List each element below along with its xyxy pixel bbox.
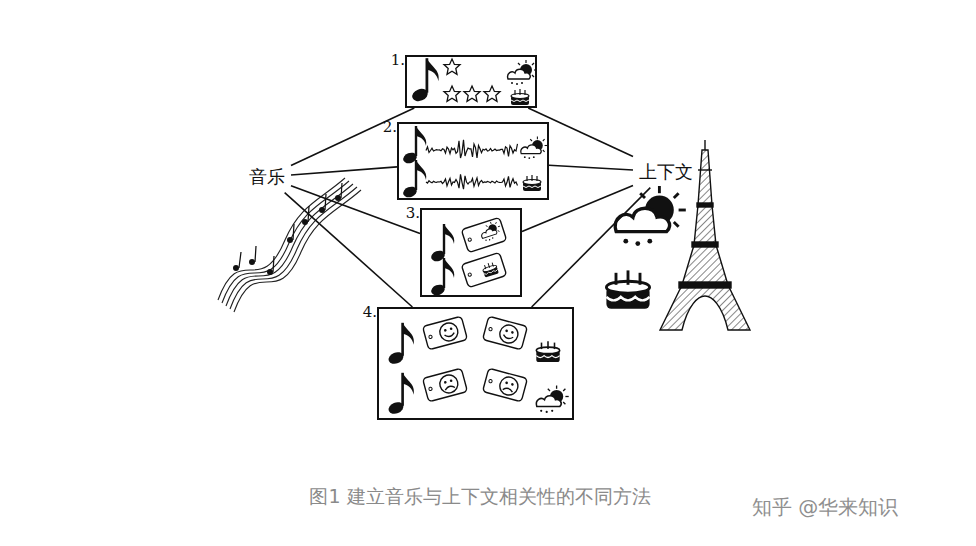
phone-tag bbox=[461, 252, 506, 287]
star-rating bbox=[484, 86, 500, 101]
music-staff bbox=[218, 178, 361, 312]
music-note bbox=[387, 323, 414, 366]
connector-line bbox=[285, 193, 413, 307]
connector-line bbox=[291, 167, 397, 175]
music-note bbox=[410, 58, 438, 103]
cake-icon bbox=[536, 341, 559, 362]
concept-label: 音乐 bbox=[247, 165, 287, 189]
star-rating bbox=[444, 59, 460, 74]
node-label: 音乐 bbox=[249, 166, 285, 187]
music-note bbox=[402, 126, 427, 165]
music-note bbox=[430, 224, 455, 263]
connector-line bbox=[549, 165, 633, 170]
method-box: 1. bbox=[405, 55, 537, 108]
music-note bbox=[430, 258, 455, 297]
phone-tag bbox=[461, 217, 506, 252]
connector-line bbox=[291, 108, 414, 166]
music-note bbox=[402, 160, 427, 199]
cake-icon bbox=[511, 89, 529, 105]
cake-icon bbox=[523, 175, 541, 191]
phone-tag bbox=[423, 316, 468, 350]
connector-line bbox=[522, 185, 633, 231]
callout-number: 2. bbox=[383, 120, 397, 135]
connector-line bbox=[291, 186, 420, 234]
music-note bbox=[387, 373, 414, 416]
method-box: 2. bbox=[397, 122, 549, 200]
cake-icon bbox=[606, 270, 649, 308]
connector-line bbox=[528, 108, 633, 157]
concept-label: 上下文 bbox=[637, 160, 695, 184]
phone-tag bbox=[483, 368, 528, 402]
phone-tag bbox=[423, 368, 468, 402]
watermark: 知乎 @华来知识 bbox=[752, 494, 898, 521]
method-box: 4. bbox=[377, 307, 574, 420]
phone-tag bbox=[483, 316, 528, 350]
star-rating bbox=[464, 86, 480, 101]
audio-waveform bbox=[426, 140, 518, 158]
callout-number: 4. bbox=[363, 305, 377, 320]
weather-icon bbox=[615, 186, 686, 246]
connector-line bbox=[532, 188, 651, 307]
figure-caption: 图1 建立音乐与上下文相关性的不同方法 bbox=[180, 484, 780, 510]
star-rating bbox=[444, 86, 460, 101]
weather-icon bbox=[508, 60, 537, 85]
weather-icon bbox=[536, 386, 568, 414]
method-box: 3. bbox=[420, 208, 522, 297]
weather-icon bbox=[521, 137, 547, 160]
callout-number: 1. bbox=[391, 53, 405, 68]
callout-number: 3. bbox=[406, 206, 420, 221]
audio-waveform bbox=[426, 174, 518, 189]
node-label: 上下文 bbox=[639, 161, 693, 182]
